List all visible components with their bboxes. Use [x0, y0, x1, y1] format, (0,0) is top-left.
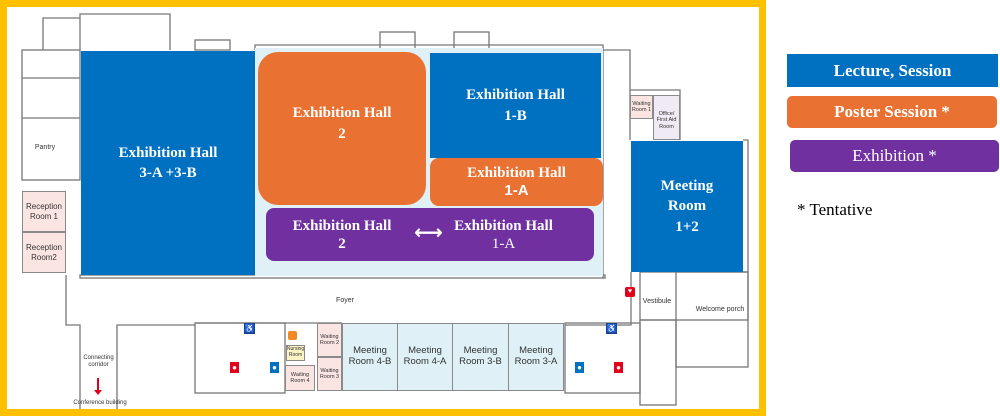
pantry-label: Pantry: [34, 144, 56, 151]
waiting-room-1: Waiting Room 1: [630, 95, 653, 119]
exhibition-hall-2-poster[interactable]: Exhibition Hall 2: [258, 52, 426, 205]
exhibition-hall-3a-3b[interactable]: Exhibition Hall 3-A +3-B: [81, 51, 255, 275]
accessible-restroom-icon: ♿: [606, 323, 617, 334]
vestibule-label: Vestibule: [642, 298, 672, 305]
mens-restroom-icon: ●: [270, 362, 279, 373]
meeting-room-3b: Meeting Room 3-B: [452, 323, 509, 391]
meeting-room-4a: Meeting Room 4-A: [397, 323, 453, 391]
exhibition-hall-1a-poster[interactable]: Exhibition Hall 1-A: [430, 158, 603, 206]
waiting-room-4: Waiting Room 4: [285, 365, 315, 391]
room-number: 1+2: [675, 218, 699, 235]
hall-number: 1-A: [504, 182, 529, 199]
hall-number: 3-A +3-B: [139, 165, 197, 181]
exhibition-hall-1b[interactable]: Exhibition Hall 1-B: [430, 53, 601, 158]
accessible-restroom-icon: ♿: [244, 323, 255, 334]
womens-restroom-icon: ●: [614, 362, 623, 373]
connecting-corridor-label: Connecting corridor: [83, 355, 114, 369]
room-name: Room: [667, 198, 707, 215]
conference-building-label: Conference building: [73, 400, 127, 406]
double-arrow-icon: ⟷: [414, 220, 443, 244]
meeting-room-1-2[interactable]: Meeting Room 1+2: [631, 141, 743, 272]
hall-name: Exhibition Hall: [467, 165, 566, 181]
down-arrow-head-icon: [94, 390, 102, 395]
hall-name: Exhibition Hall: [292, 105, 392, 122]
welcome-porch-label: Welcome porch: [695, 306, 745, 313]
hall-name: Exhibition Hall: [454, 217, 553, 234]
exhibition-hall-2: Exhibition Hall 2: [266, 208, 418, 261]
aed-icon: ♥: [625, 287, 635, 297]
exhibition-hall-1a: Exhibition Hall 1-A: [436, 208, 571, 261]
exhibition-area[interactable]: Exhibition Hall 2 ⟷ Exhibition Hall 1-A: [266, 208, 594, 261]
legend-lecture-session: Lecture, Session: [787, 54, 998, 87]
womens-restroom-icon: ●: [230, 362, 239, 373]
reception-room-2: Reception Room2: [22, 232, 66, 273]
reception-room-1: Reception Room 1: [22, 191, 66, 232]
office-first-aid-room: Office/ First Aid Room: [653, 95, 680, 140]
room-name: Meeting: [660, 178, 714, 195]
legend-note: * Tentative: [797, 200, 873, 219]
waiting-room-2: Waiting Room 2: [317, 323, 342, 357]
legend-exhibition: Exhibition *: [790, 140, 999, 172]
hall-name: Exhibition Hall: [118, 144, 218, 161]
meeting-room-4b: Meeting Room 4-B: [342, 323, 398, 391]
hall-number: 2: [338, 125, 346, 142]
down-arrow-icon: [97, 378, 99, 392]
nursing-room: Nursing Room: [286, 345, 305, 361]
hall-number: 1-A: [491, 235, 516, 252]
map-frame: [0, 0, 766, 416]
hall-name: Exhibition Hall: [466, 87, 565, 104]
hall-name: Exhibition Hall: [292, 217, 392, 234]
mens-restroom-icon: ●: [575, 362, 584, 373]
nursing-icon: [288, 331, 297, 340]
waiting-room-3: Waiting Room 3: [317, 357, 342, 391]
meeting-room-3a: Meeting Room 3-A: [508, 323, 564, 391]
hall-number: 1-B: [504, 107, 527, 124]
legend-poster-session: Poster Session *: [787, 96, 997, 128]
foyer-label: Foyer: [336, 297, 354, 304]
hall-number: 2: [338, 235, 346, 252]
